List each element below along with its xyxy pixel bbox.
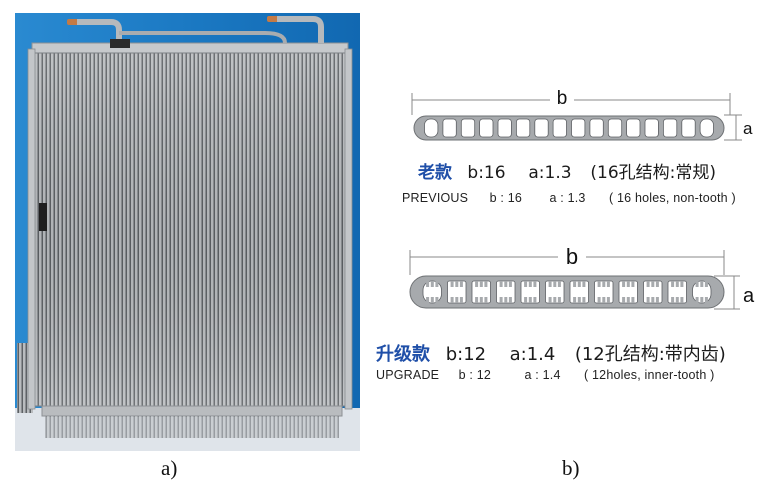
previous-b-en: b : 16 [489,191,523,205]
caption-a: a) [161,456,178,480]
upgrade-a-cn: a:1.4 [509,344,556,365]
previous-a-cn: a:1.3 [528,163,572,183]
previous-desc-en: ( 16 holes, non-tooth ) [608,191,736,205]
previous-desc-cn: (16孔结构:常规) [590,163,716,183]
upgrade-hole [569,280,589,304]
upgrade-hole [447,280,467,304]
previous-a-en: a : 1.3 [549,191,586,205]
condenser-illustration [15,13,360,451]
inlet-pipe [77,19,122,43]
previous-width-label: b [557,88,568,109]
top-header [31,42,349,54]
previous-hole [552,118,567,138]
tube-cross-sections: b a b a [409,86,755,310]
upgrade-tag-cn: 升级款 [376,344,430,365]
upgrade-hole [520,280,540,304]
previous-height-label: a [743,119,753,138]
outlet-pipe [277,16,324,43]
previous-hole [479,118,494,138]
upgrade-hole [667,280,687,304]
upgrade-spec-chinese: 升级款 b:12 a:1.4 (12孔结构:带内齿) [376,340,726,366]
right-manifold [344,48,353,410]
previous-hole [460,118,476,138]
upgrade-hole [692,280,712,304]
upgrade-desc-en: ( 12holes, inner-tooth ) [583,368,715,382]
previous-tag-en: PREVIOUS [402,191,469,205]
previous-hole [626,118,641,138]
previous-hole [497,118,512,138]
upgrade-tube-holes [422,280,712,304]
previous-spec-english: PREVIOUS b : 16 a : 1.3 ( 16 holes, non-… [402,191,736,205]
mounting-bracket [39,203,47,231]
previous-hole [515,118,531,138]
previous-tag-cn: 老款 [418,163,452,183]
previous-hole [424,118,439,138]
pipe-clamp [110,39,130,48]
upgrade-hole [422,280,442,304]
previous-spec-chinese: 老款 b:16 a:1.3 (16孔结构:常规) [418,158,716,183]
previous-hole [534,118,549,138]
condenser-photo [15,13,360,451]
tube-comparison: b a b a 老款 b:16 a:1.3 (16孔结构:常规) PREVIOU… [376,60,772,400]
upgrade-desc-cn: (12孔结构:带内齿) [574,344,726,365]
upgrade-hole [643,280,663,304]
upgrade-hole [496,280,516,304]
previous-hole [589,118,604,138]
upgrade-b-cn: b:12 [445,344,487,365]
upgrade-hole [618,280,638,304]
upgrade-hole [471,280,491,304]
connecting-pipe [119,31,287,44]
left-manifold [27,48,36,410]
upgrade-height-label: a [743,285,755,307]
previous-tube-holes [424,118,714,138]
upgrade-a-en: a : 1.4 [524,368,561,382]
upgrade-hole [545,280,565,304]
previous-hole [607,118,623,138]
previous-hole [681,118,696,138]
bottom-header [41,405,343,417]
copper-pipe-end-right [267,16,279,22]
copper-pipe-end-left [67,19,79,25]
previous-hole [662,118,678,138]
upgrade-hole [594,280,614,304]
previous-hole [699,118,714,138]
upgrade-b-en: b : 12 [458,368,492,382]
previous-tube [413,115,725,141]
previous-b-cn: b:16 [467,163,506,183]
upgrade-tag-en: UPGRADE [376,368,440,382]
caption-b: b) [562,456,580,480]
upgrade-width-label: b [566,244,578,269]
upgrade-spec-english: UPGRADE b : 12 a : 1.4 ( 12holes, inner-… [376,368,715,382]
previous-hole [571,118,586,138]
previous-hole [442,118,457,138]
previous-hole [644,118,659,138]
bottom-fin-row [45,416,339,438]
